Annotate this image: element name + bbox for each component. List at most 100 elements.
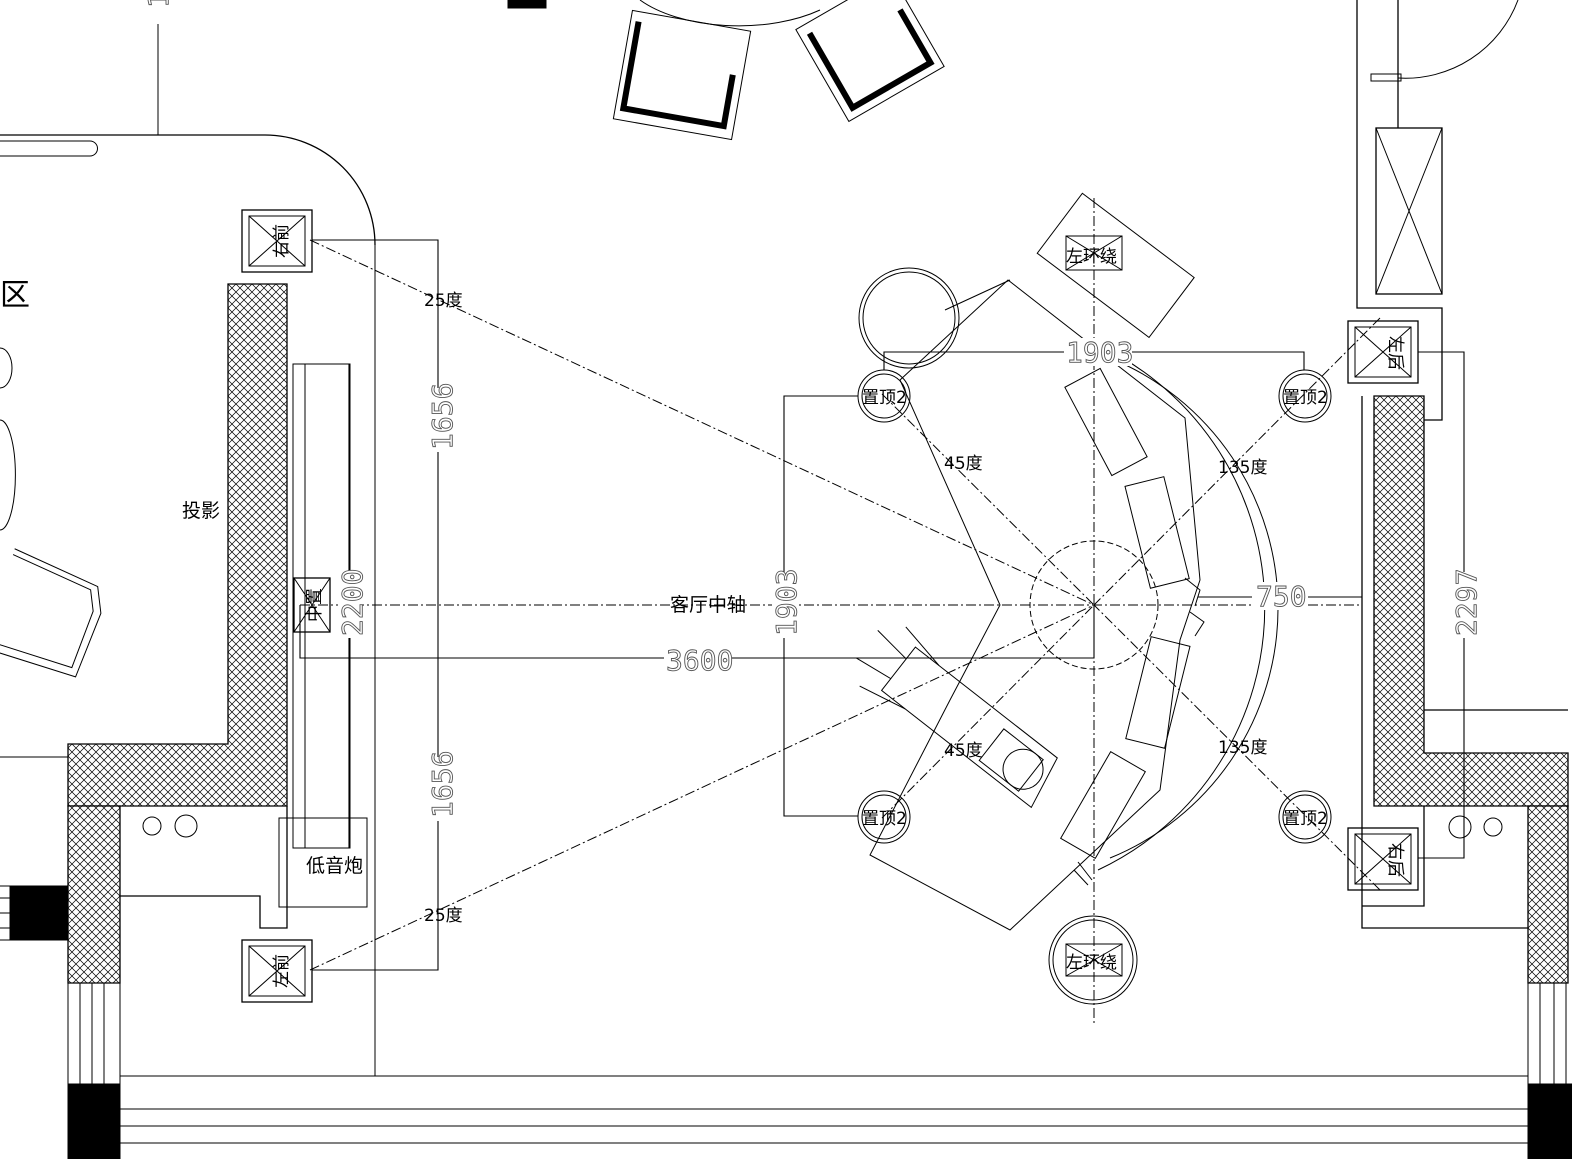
speaker-rear-right: 右后	[1347, 827, 1419, 891]
speaker-front-right: 右前	[241, 209, 313, 273]
living-axis-label: 客厅中轴	[670, 594, 746, 616]
speaker-surround-left-top-label: 左环绕	[1066, 247, 1117, 267]
angle-front-bottom-label: 25度	[424, 906, 463, 926]
top-counter-outline	[0, 134, 376, 246]
dim-text-1903-horizontal: 1903	[1066, 336, 1133, 369]
lounge-chair	[0, 548, 102, 678]
dim-text-screen: 2200	[336, 569, 369, 636]
left-wall-hatch	[67, 283, 288, 807]
right-outlet-2	[1483, 817, 1503, 837]
speakers: 右前 左前 中置 左环绕 左环绕	[241, 192, 1419, 1005]
side-table-round	[858, 267, 960, 369]
speaker-front-left: 左前	[241, 939, 313, 1003]
right-cabinet-box	[1375, 127, 1443, 295]
zone-label-partial: 区	[0, 278, 30, 313]
angle-ceiling-right-top-label: 135度	[1218, 458, 1267, 478]
text-labels: 区 投影 低音炮 客厅中轴 25度 25度 45度 45度 135度 135度	[0, 278, 1267, 926]
right-black-post-bottom	[1527, 1083, 1572, 1159]
dim-text-3600: 3600	[666, 644, 733, 677]
round-table-arc	[639, 0, 821, 27]
dimension-texts: 1656 1656 2200 3600 1903 1903 750 2297	[336, 336, 1483, 821]
subwoofer-box	[278, 817, 368, 908]
subwoofer-label: 低音炮	[306, 855, 363, 877]
top-partial-dim: 1	[142, 0, 175, 8]
angle-front-left	[309, 604, 1095, 971]
left-partial-furniture	[0, 347, 102, 678]
angle-ceiling-right-bottom-label: 135度	[1218, 738, 1267, 758]
reclining-figure	[855, 626, 1058, 809]
speaker-ceiling-tl-label: 置顶2	[862, 388, 907, 408]
angle-ceiling-left-bottom-label: 45度	[944, 741, 983, 761]
angle-ceiling-br	[1093, 604, 1381, 891]
armchair-2	[795, 0, 945, 123]
top-furniture: 1	[142, 0, 945, 141]
speaker-ceiling-tr: 置顶2	[1278, 369, 1332, 423]
speaker-ceiling-tr-label: 置顶2	[1283, 388, 1328, 408]
side-table-inner	[862, 271, 956, 365]
left-cabinet-outline	[120, 806, 288, 929]
speaker-ceiling-bl: 置顶2	[857, 790, 911, 844]
left-black-post-bottom	[67, 1083, 121, 1159]
sofa-notches	[1073, 577, 1205, 886]
right-door-handle	[1370, 73, 1402, 82]
right-lower-outline	[1361, 396, 1568, 929]
right-cabinet-x	[1375, 127, 1443, 295]
right-door-frame	[1356, 0, 1443, 421]
speaker-center-label: 中置	[305, 588, 325, 622]
left-curve	[0, 347, 16, 531]
speaker-front-left-label: 左前	[272, 954, 292, 988]
bottom-window-lines	[120, 1075, 1528, 1144]
speaker-rear-right-label: 右后	[1385, 843, 1405, 877]
left-window-lines	[0, 885, 10, 941]
dim-front-vertical	[312, 239, 439, 971]
angle-ceiling-bl	[881, 604, 1095, 819]
dim-text-750: 750	[1256, 580, 1307, 613]
rug-outline	[869, 279, 1201, 931]
sofa-area	[855, 267, 1279, 931]
angle-front-top-label: 25度	[424, 291, 463, 311]
dim-text-2297: 2297	[1450, 569, 1483, 636]
speaker-ceiling-br-label: 置顶2	[1283, 809, 1328, 829]
right-column-lines	[1527, 983, 1567, 1084]
speaker-rear-left-label: 左后	[1385, 336, 1405, 370]
dim-text-front-upper: 1656	[426, 383, 459, 450]
angle-front-right	[309, 239, 1095, 606]
sofa-arc-outer	[1097, 344, 1266, 871]
speaker-surround-left-bottom: 左环绕	[1048, 915, 1138, 1005]
projection-label: 投影	[182, 500, 220, 522]
speaker-rear-left: 左后	[1347, 320, 1419, 384]
cushion-4	[1059, 751, 1147, 859]
cushion-1	[1064, 367, 1148, 477]
speaker-ceiling-tl: 置顶2	[857, 369, 911, 423]
angle-ceiling-tl	[881, 393, 1095, 606]
dim-text-1903-vertical: 1903	[770, 569, 803, 636]
left-column-lines	[67, 983, 121, 1084]
dim-text-front-lower: 1656	[426, 751, 459, 818]
left-outlet-2	[174, 814, 198, 838]
top-counter-inner	[0, 140, 98, 157]
right-column-hatch	[1527, 805, 1569, 984]
right-door-swing	[1397, 0, 1519, 79]
axes	[300, 198, 1381, 1024]
side-table-arm	[944, 279, 1011, 311]
top-small-block	[507, 0, 547, 9]
speaker-ceiling-br: 置顶2	[1278, 790, 1332, 844]
left-black-post-top	[9, 885, 69, 941]
angle-ceiling-tr	[1093, 317, 1381, 606]
cushion-3	[1125, 636, 1191, 749]
right-outlet-1	[1448, 815, 1472, 839]
speaker-center: 中置	[293, 577, 331, 633]
cushion-2	[1124, 476, 1190, 589]
speaker-surround-left-bottom-label: 左环绕	[1066, 953, 1117, 973]
speaker-surround-left-top: 左环绕	[1036, 192, 1195, 339]
speaker-ceiling-bl-label: 置顶2	[862, 809, 907, 829]
speaker-front-right-label: 右前	[272, 224, 292, 258]
left-outlet-1	[142, 816, 162, 836]
right-wall-hatch	[1373, 395, 1569, 807]
angle-ceiling-left-top-label: 45度	[944, 454, 983, 474]
armchair-1	[612, 9, 752, 141]
left-column-hatch	[67, 805, 121, 984]
